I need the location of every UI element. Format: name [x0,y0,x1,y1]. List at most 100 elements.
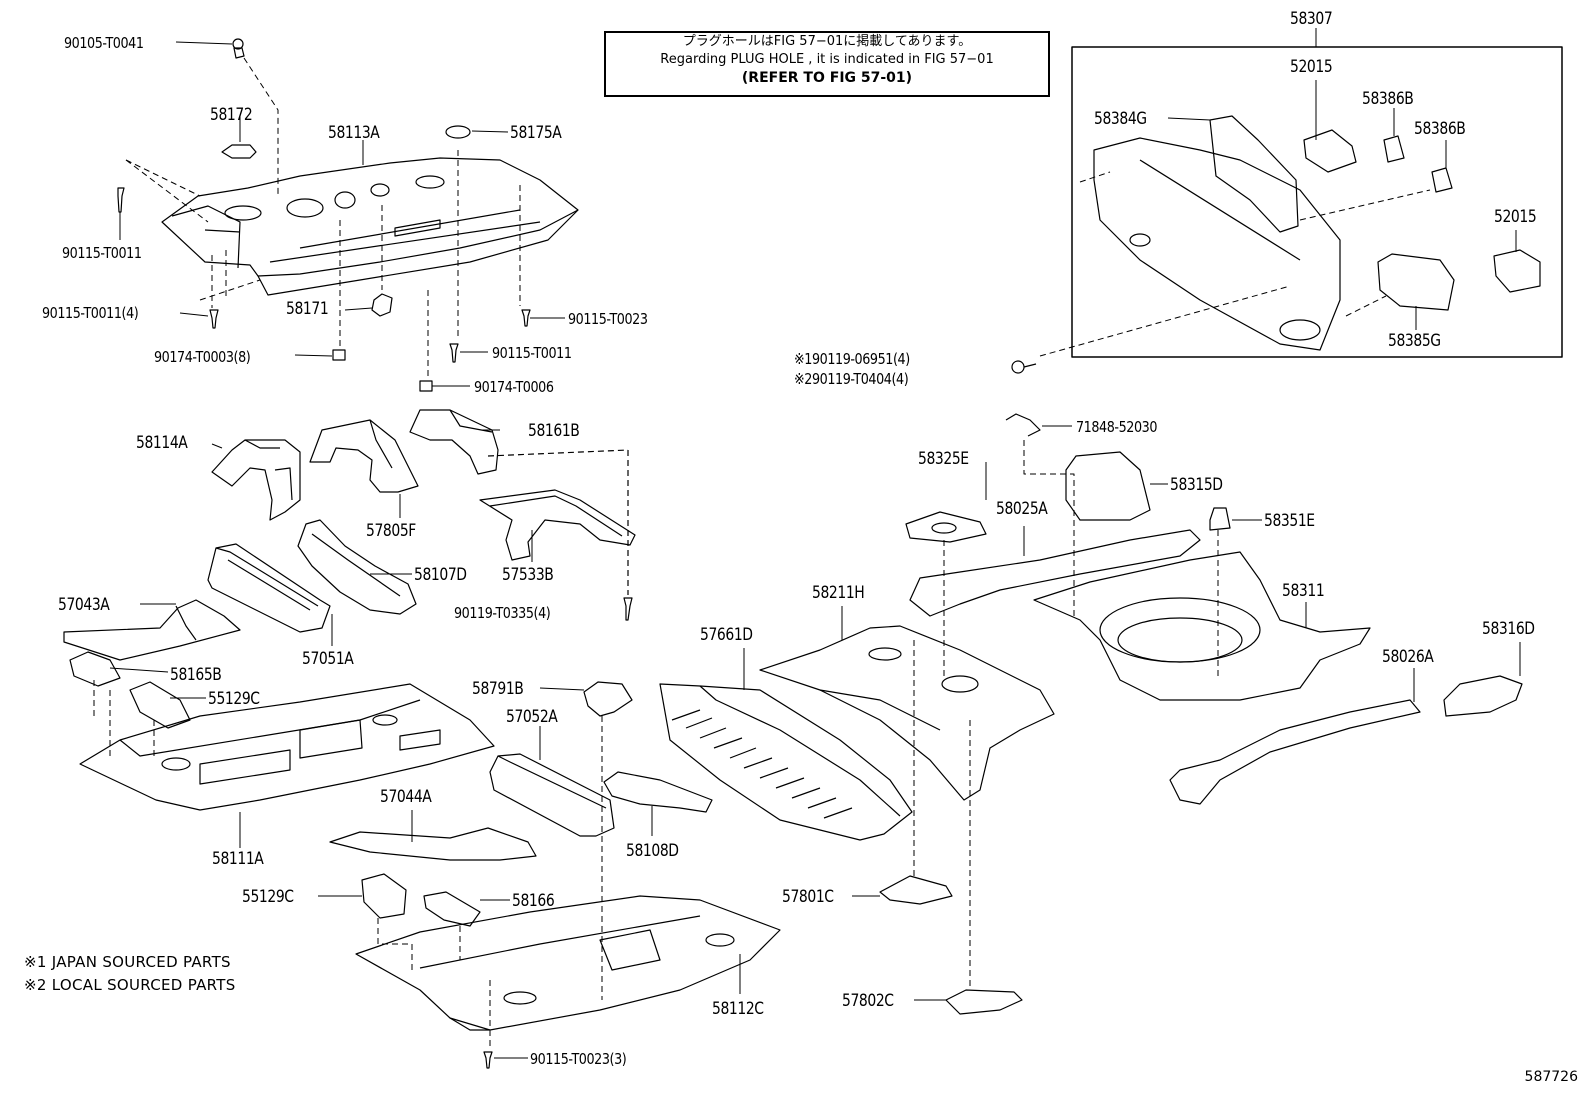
part-label-58111A: 58111A [212,849,264,869]
plate-58325E [905,511,987,543]
nut-90174-T0003 [332,349,346,361]
plate-57802C [945,989,1023,1015]
brace-57533B [479,489,636,561]
member-58108D [603,771,713,813]
bolt-90105 [232,38,245,59]
bracket-58386B-a [1383,135,1405,163]
part-label-52015-b: 52015 [1494,207,1537,227]
member-57052A [489,753,615,837]
part-label-90115-T0011: 90115-T0011 [62,244,142,262]
part-label-90105-T0041: 90105-T0041 [64,34,144,52]
member-57043A [63,599,241,661]
part-label-55129C-upper: 55129C [208,689,260,709]
note-line-refer: (REFER TO FIG 57-01) [741,70,913,86]
bracket-58165B [69,651,121,687]
bracket-58315D [1065,451,1151,521]
part-label-58211H: 58211H [812,583,865,603]
part-label-58385G: 58385G [1388,331,1441,351]
clip-71848-52030 [1005,413,1041,437]
part-label-57052A: 57052A [506,707,558,727]
part-label-58112C: 58112C [712,999,764,1019]
bracket-58161B [409,409,499,475]
bracket-58386B-b [1431,167,1453,193]
footnote-local-sourced: ※2 LOCAL SOURCED PARTS [24,976,236,994]
bolt-90119-06951 [1011,360,1037,374]
bracket-52015-b [1493,249,1541,293]
part-label-58171: 58171 [286,299,329,319]
bracket-58166 [423,891,481,927]
part-label-58307: 58307 [1290,9,1333,29]
part-label-58386B-a: 58386B [1362,89,1414,109]
part-label-58172: 58172 [210,105,253,125]
nut-90174-T0006 [419,380,433,392]
part-label-90115-T0023-3: 90115-T0023(3) [530,1050,627,1068]
part-label-58166: 58166 [512,891,555,911]
part-label-57661D: 57661D [700,625,753,645]
plug-hole-note: プラグホールはFIG 57−01に掲載してあります。 Regarding PLU… [604,31,1050,97]
clip-58175A [445,125,471,139]
part-label-58107D: 58107D [414,565,467,585]
part-label-71848-52030: 71848-52030 [1076,418,1158,436]
bracket-58316D [1443,675,1523,717]
part-label-58025A: 58025A [996,499,1048,519]
part-label-57801C: 57801C [782,887,834,907]
part-label-52015-a: 52015 [1290,57,1333,77]
member-57051A [207,543,331,633]
part-label-58316D: 58316D [1482,619,1535,639]
part-label-90115-T0011-b: 90115-T0011 [492,344,572,362]
plate-57801C [879,875,953,905]
part-label-58175A: 58175A [510,123,562,143]
spare-tire-pan-58311 [1033,551,1371,701]
part-label-58311: 58311 [1282,581,1325,601]
part-label-58114A: 58114A [136,433,188,453]
cross-member-57661D [659,683,913,841]
stopper-58351E [1209,507,1231,531]
part-label-58325E: 58325E [918,449,969,469]
floor-panel-58113A [161,157,579,296]
assembly-box-58307 [1071,46,1563,358]
member-58107D [297,519,417,615]
part-label-57533B: 57533B [502,565,554,585]
part-label-90174-T0003: 90174-T0003(8) [154,348,251,366]
bracket-58385G [1377,253,1455,311]
footnotes: ※1 JAPAN SOURCED PARTS ※2 LOCAL SOURCED … [24,951,236,997]
member-58026A [1169,699,1421,805]
part-label-90119-06951: ※190119-06951(4) [794,350,910,368]
screw-left [117,187,125,213]
part-label-90119-T0404: ※290119-T0404(4) [794,370,909,388]
part-label-57805F: 57805F [366,521,416,541]
part-label-57043A: 57043A [58,595,110,615]
member-57044A [329,827,537,861]
part-label-58315D: 58315D [1170,475,1223,495]
bracket-58114A [211,439,301,521]
part-label-58108D: 58108D [626,841,679,861]
grommet-58171 [371,293,393,317]
part-label-90174-T0006: 90174-T0006 [474,378,554,396]
part-label-90119-T0335: 90119-T0335(4) [454,604,551,622]
part-label-58026A: 58026A [1382,647,1434,667]
bracket-55129C-upper [129,681,191,729]
bracket-58172 [221,144,257,159]
floor-pan-58112C [355,895,781,1031]
note-line-en: Regarding PLUG HOLE , it is indicated in… [660,52,994,67]
part-label-58351E: 58351E [1264,511,1315,531]
bolt-90115-T0023-3 [483,1051,493,1069]
part-label-58791B: 58791B [472,679,524,699]
part-label-58113A: 58113A [328,123,380,143]
part-label-58165B: 58165B [170,665,222,685]
part-label-90115-T0023: 90115-T0023 [568,310,648,328]
member-58025A [909,529,1201,617]
part-label-58384G: 58384G [1094,109,1147,129]
part-label-58386B-b: 58386B [1414,119,1466,139]
bracket-55129C-lower [361,873,407,919]
panel-58384G [1093,115,1341,351]
rear-floor-58211H [759,625,1055,801]
part-label-58161B: 58161B [528,421,580,441]
bracket-52015-a [1303,129,1357,173]
part-label-55129C-lower: 55129C [242,887,294,907]
part-label-57044A: 57044A [380,787,432,807]
bolt-90119-T0335 [623,597,633,621]
floor-pan-58111A [79,683,495,811]
bracket-57805F [309,419,419,493]
